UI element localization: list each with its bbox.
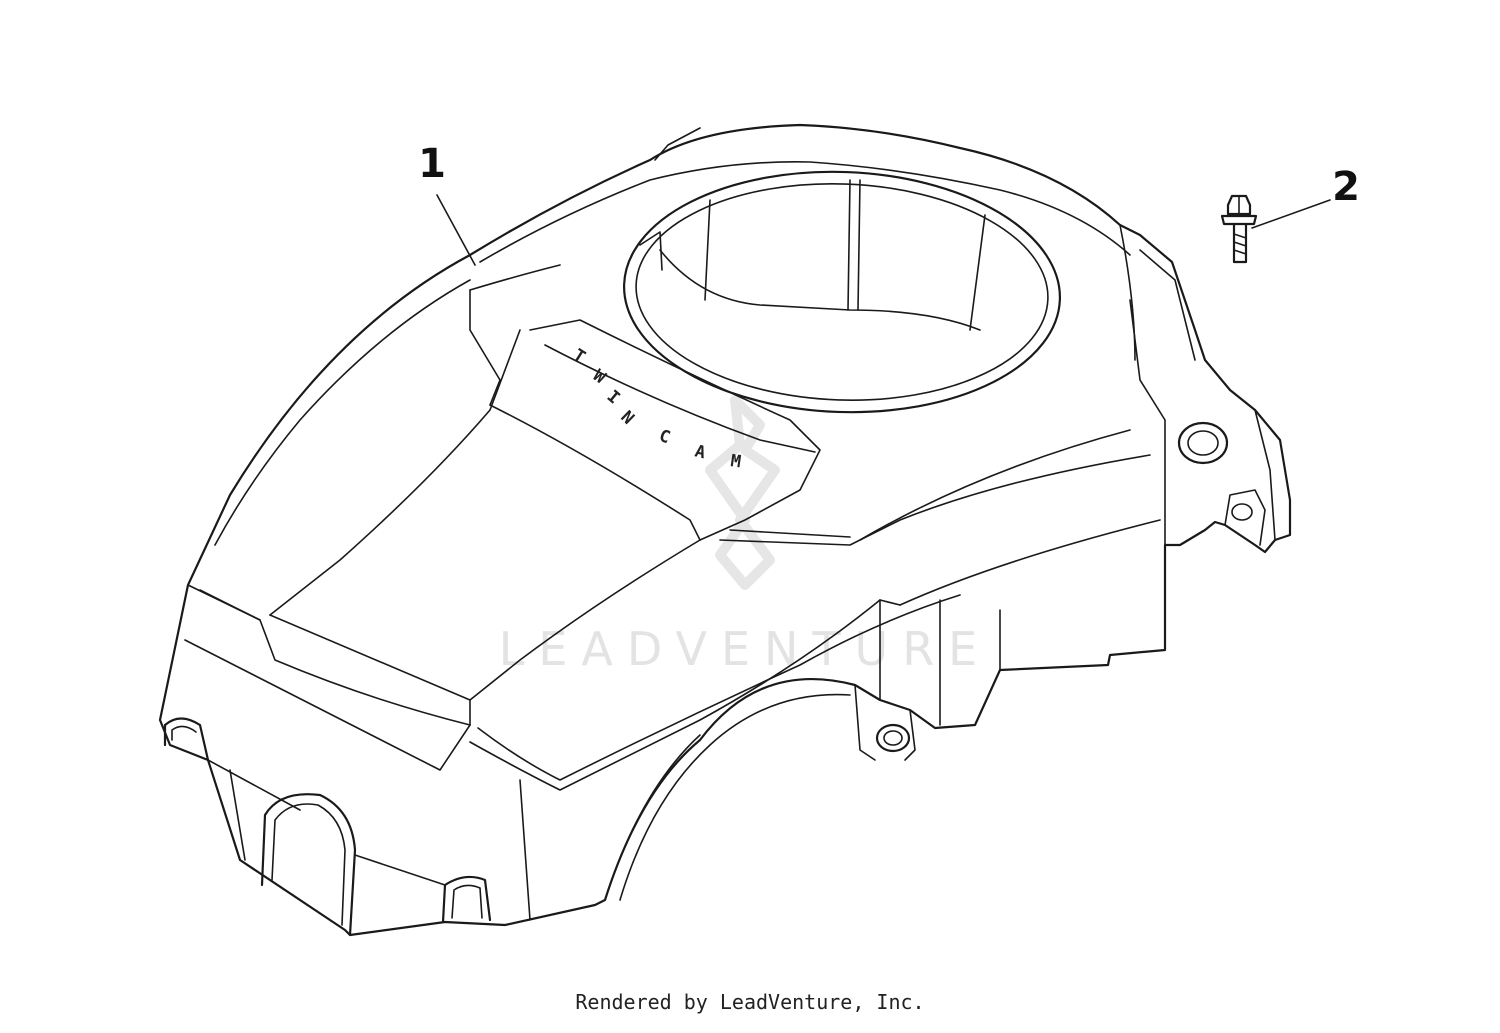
emboss-char: C xyxy=(656,426,672,448)
emboss-char: N xyxy=(617,407,638,429)
emboss-char: I xyxy=(603,387,624,409)
embossed-label: T W I N C A M xyxy=(569,345,742,472)
emboss-char: A xyxy=(693,441,708,463)
watermark-text: LEADVENTURE xyxy=(499,622,992,676)
callout-1[interactable]: 1 xyxy=(418,141,446,187)
screw-part[interactable] xyxy=(1220,194,1258,264)
leader-line-2 xyxy=(1251,199,1331,229)
render-credit: Rendered by LeadVenture, Inc. xyxy=(575,990,925,1014)
blower-housing-part[interactable] xyxy=(158,123,1292,937)
emboss-char: M xyxy=(729,451,742,472)
callout-2[interactable]: 2 xyxy=(1332,164,1360,210)
watermark-logo-icon xyxy=(705,395,780,590)
leader-line-1 xyxy=(436,194,476,266)
emboss-char: T xyxy=(569,345,588,367)
